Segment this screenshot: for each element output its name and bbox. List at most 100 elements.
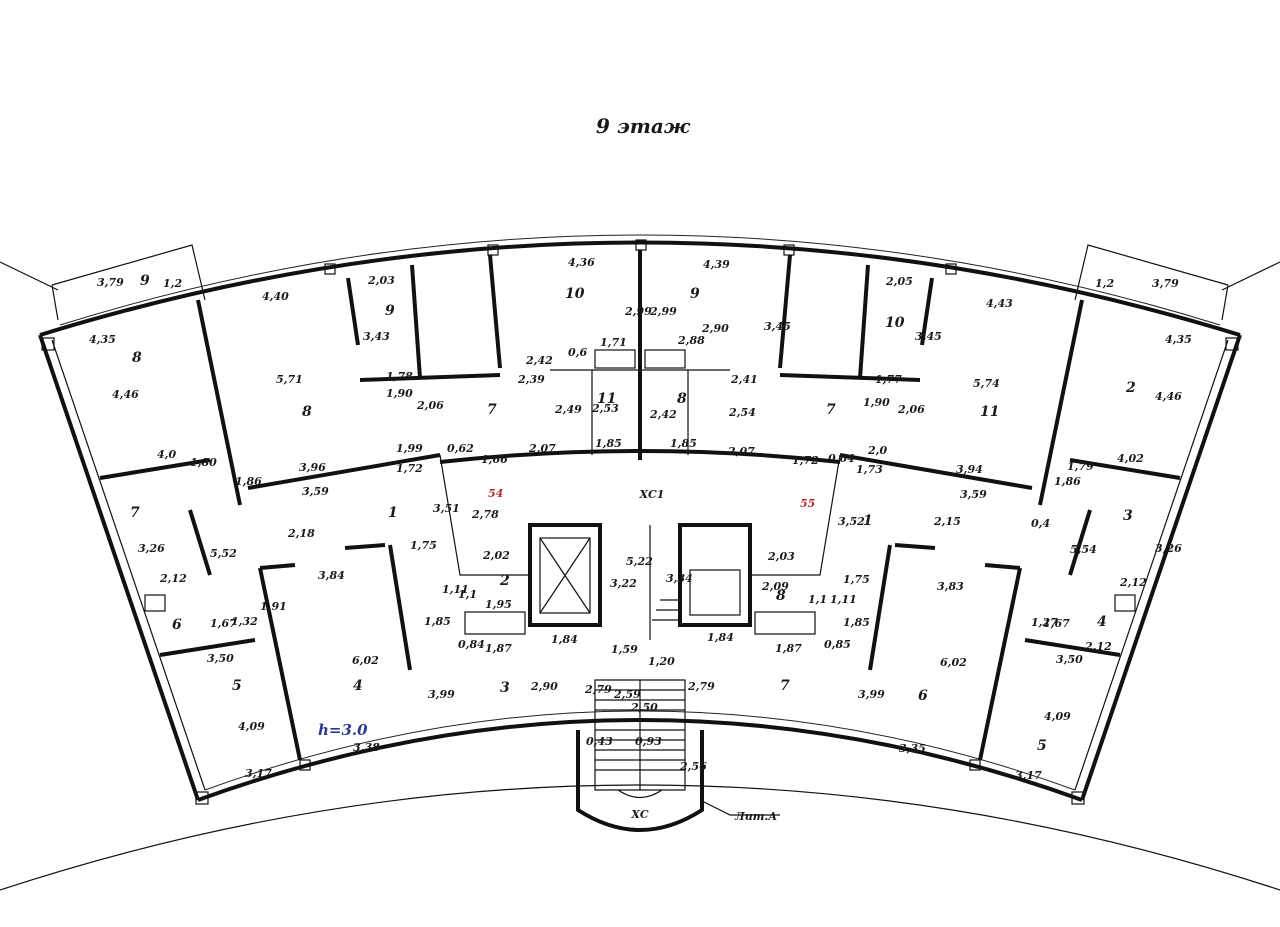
room-number: 6 xyxy=(918,688,928,704)
dimension-label: 3,52 xyxy=(838,515,865,528)
room-number: 2 xyxy=(1125,380,1136,396)
room-number: 11 xyxy=(597,391,616,407)
dimension-label: 2,09 xyxy=(761,580,789,593)
room-number: 4 xyxy=(353,678,363,694)
room-number: 8 xyxy=(302,404,312,420)
dimension-label: 2,05 xyxy=(885,275,913,288)
corridor-label: ХС1 xyxy=(639,488,665,501)
dimension-label: 0,62 xyxy=(447,442,474,455)
room-number: 3 xyxy=(500,680,510,696)
dimension-label: 3,26 xyxy=(1155,542,1182,555)
dimension-label: 1,75 xyxy=(843,573,870,586)
dimension-label: 1,20 xyxy=(648,655,675,668)
dimension-label: 1,95 xyxy=(485,598,512,611)
dimension-label: 1,84 xyxy=(707,631,734,644)
dimension-label: 1,85 xyxy=(843,616,870,629)
height-note: h=3.0 xyxy=(318,721,368,739)
dimension-label: 3,84 xyxy=(318,569,345,582)
room-number: 9 xyxy=(140,273,150,289)
room-number: 7 xyxy=(487,402,497,418)
dimension-label: 1,85 xyxy=(424,615,451,628)
dimension-label: 1,66 xyxy=(481,453,508,466)
dimension-label: 2,50 xyxy=(630,701,658,714)
dimension-label: 2,41 xyxy=(730,373,758,386)
dimension-label: 2,03 xyxy=(767,550,795,563)
room-number: 3 xyxy=(1123,508,1133,524)
dimension-label: 1,77 xyxy=(875,373,902,386)
dimension-label: 2,02 xyxy=(482,549,510,562)
dimension-label: 1,85 xyxy=(670,437,697,450)
dimension-label: 2,88 xyxy=(677,334,705,347)
dimension-label: 2,49 xyxy=(554,403,582,416)
facade-columns xyxy=(41,239,1239,805)
dimension-label: 2,06 xyxy=(416,399,444,412)
dimension-label: 3,94 xyxy=(956,463,983,476)
dimension-label: 0,6 xyxy=(568,346,587,359)
room-number: 7 xyxy=(780,678,790,694)
dimension-label: 2,39 xyxy=(517,373,545,386)
dimension-label: 5,71 xyxy=(276,373,303,386)
bathroom-fixtures xyxy=(144,349,1136,635)
dimension-label: 3,17 xyxy=(1015,769,1042,782)
dimension-label: 1,71 xyxy=(600,336,627,349)
building-outline xyxy=(38,234,1242,802)
section-55-label: 55 xyxy=(800,497,815,510)
dimension-label: 0,43 xyxy=(586,735,613,748)
dimension-label: 0,84 xyxy=(458,638,485,651)
dimension-label: 4,36 xyxy=(568,256,595,269)
dimension-label: 3,51 xyxy=(433,502,460,515)
dimension-label: 0,4 xyxy=(1031,517,1050,530)
dimension-label: 4,09 xyxy=(1044,710,1071,723)
dimension-label: 2,59 xyxy=(613,688,641,701)
dimension-label: 2,07 xyxy=(727,445,755,458)
room-number: 8 xyxy=(776,588,786,604)
dimension-label: 3,59 xyxy=(960,488,987,501)
dimension-label: 1,67 xyxy=(1043,617,1070,630)
dimension-label: 1,87 xyxy=(775,642,802,655)
dimension-label: 4,43 xyxy=(986,297,1013,310)
dimension-label: 2,56 xyxy=(679,760,707,773)
room-number: 4 xyxy=(1097,614,1107,630)
room-number: 5 xyxy=(1037,738,1047,754)
dimension-label: 4,46 xyxy=(1155,390,1182,403)
dimension-label: 2,90 xyxy=(701,322,729,335)
room-number: 1 xyxy=(863,513,873,529)
dimension-label: 2,53 xyxy=(591,402,619,415)
dimension-label: 4,39 xyxy=(703,258,730,271)
dimension-label: 1,86 xyxy=(235,475,262,488)
dimension-label: 1,84 xyxy=(551,633,578,646)
room-number: 6 xyxy=(172,617,182,633)
dimension-label: 2,79 xyxy=(687,680,715,693)
dimension-label: 5,52 xyxy=(210,547,237,560)
dimension-label: 1,79 xyxy=(1067,460,1094,473)
dimension-label: 1,87 xyxy=(485,642,512,655)
dimension-label: 5,54 xyxy=(1070,543,1097,556)
dimension-label: 2,99 xyxy=(649,305,677,318)
dimension-label: 3,22 xyxy=(610,577,637,590)
dimension-label: 1,11 xyxy=(442,583,469,596)
room-number: 2 xyxy=(499,573,510,589)
dimension-label: 3,96 xyxy=(299,461,326,474)
dimension-label: 2,90 xyxy=(530,680,558,693)
dimensions: 3,79 1,2 4,40 2,03 4,36 4,39 2,05 4,43 1… xyxy=(89,256,1192,782)
dimension-label: 1,75 xyxy=(410,539,437,552)
partitions xyxy=(99,250,1181,761)
dimension-label: 1,1 xyxy=(458,588,477,601)
dimension-label: 0,93 xyxy=(635,735,662,748)
room-number: 1 xyxy=(388,505,398,521)
dimension-label: 4,40 xyxy=(262,290,289,303)
dimension-label: 6,02 xyxy=(352,654,379,667)
dimension-label: 1,32 xyxy=(231,615,258,628)
dimension-label: 2,0 xyxy=(867,444,887,457)
dimension-label: 2,07 xyxy=(528,442,556,455)
dimension-label: 1,59 xyxy=(611,643,638,656)
room-number: 10 xyxy=(885,315,905,331)
room-number: 9 xyxy=(690,286,700,302)
dimension-label: 1,91 xyxy=(260,600,287,613)
dimension-label: 4,35 xyxy=(89,333,116,346)
dimension-label: 3,38 xyxy=(353,741,380,754)
room-number: 7 xyxy=(130,505,140,521)
dimension-label: 1,85 xyxy=(595,437,622,450)
dimension-label: 2,03 xyxy=(367,274,395,287)
